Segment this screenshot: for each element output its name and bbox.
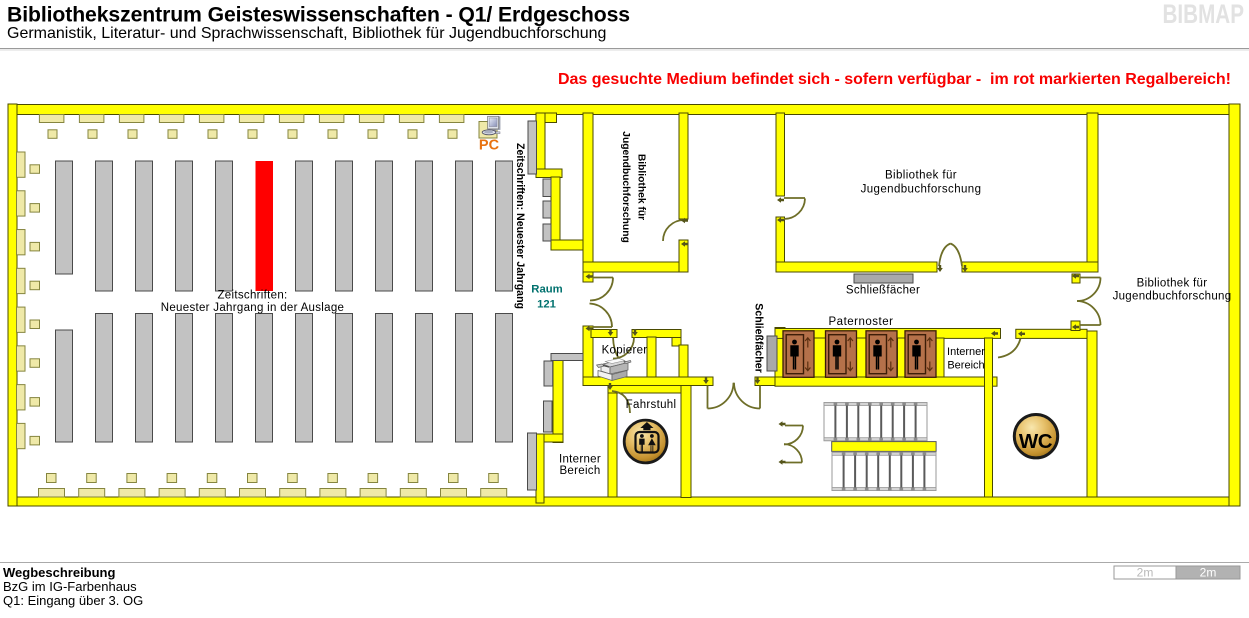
- svg-text:Bibliothek für: Bibliothek für: [885, 170, 957, 182]
- svg-text:Das gesuchte Medium befindet s: Das gesuchte Medium befindet sich - sofe…: [558, 71, 1231, 88]
- svg-text:Germanistik, Literatur- und Sp: Germanistik, Literatur- und Sprachwissen…: [7, 25, 606, 42]
- svg-text:WC: WC: [1019, 430, 1053, 453]
- svg-text:Neuester Jahrgang in der Ausla: Neuester Jahrgang in der Auslage: [161, 302, 345, 314]
- svg-text:Zeitschriften:: Zeitschriften:: [217, 290, 287, 302]
- svg-text:2m: 2m: [1137, 566, 1154, 580]
- svg-text:Bereich: Bereich: [559, 465, 600, 477]
- svg-text:Bereich: Bereich: [947, 360, 984, 372]
- svg-text:Interner: Interner: [559, 454, 601, 466]
- svg-text:PC: PC: [479, 138, 500, 154]
- svg-text:Bibliothek für: Bibliothek für: [1137, 278, 1208, 290]
- svg-text:BzG im IG-Farbenhaus: BzG im IG-Farbenhaus: [3, 579, 137, 594]
- svg-text:Paternoster: Paternoster: [829, 316, 894, 328]
- svg-text:Jugendbuchforschung: Jugendbuchforschung: [620, 131, 631, 243]
- svg-text:Interner: Interner: [947, 346, 985, 358]
- svg-text:Raum: Raum: [531, 284, 562, 296]
- svg-text:BIBMAP: BIBMAP: [1163, 0, 1245, 30]
- svg-text:Schließfächer: Schließfächer: [846, 285, 920, 297]
- svg-text:Bibliothek für: Bibliothek für: [636, 154, 647, 220]
- svg-text:Schließfächer: Schließfächer: [753, 303, 765, 372]
- svg-text:Zeitschriften: Neuester Jahrga: Zeitschriften: Neuester Jahrgang: [514, 143, 526, 309]
- svg-text:2m: 2m: [1200, 566, 1217, 580]
- svg-text:121: 121: [537, 299, 556, 311]
- svg-text:Bibliothekszentrum Geisteswiss: Bibliothekszentrum Geisteswissenschaften…: [7, 3, 630, 26]
- svg-text:Kopierer: Kopierer: [602, 345, 648, 357]
- svg-text:Wegbeschreibung: Wegbeschreibung: [3, 565, 116, 580]
- svg-text:Fahrstuhl: Fahrstuhl: [626, 399, 677, 411]
- svg-text:Jugendbuchforschung: Jugendbuchforschung: [861, 184, 982, 196]
- svg-text:Jugendbuchforschung: Jugendbuchforschung: [1113, 291, 1232, 303]
- svg-text:Q1: Eingang über 3. OG: Q1: Eingang über 3. OG: [3, 593, 143, 608]
